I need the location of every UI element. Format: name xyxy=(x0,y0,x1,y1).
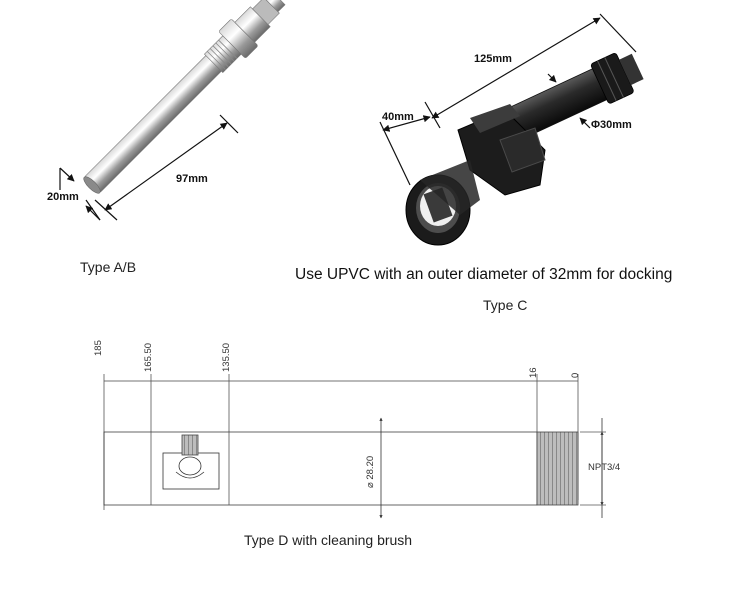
type-c-width-label: 40mm xyxy=(382,111,414,123)
type-d-drawing xyxy=(103,374,606,519)
type-c-length-label: 125mm xyxy=(474,53,512,65)
type-c-note: Use UPVC with an outer diameter of 32mm … xyxy=(295,266,673,283)
type-d-tick-185: 185 xyxy=(93,340,104,356)
type-c-probe xyxy=(379,13,644,246)
type-ab-caption: Type A/B xyxy=(80,259,137,275)
type-ab-probe xyxy=(59,0,286,221)
type-c-diameter-label: Φ30mm xyxy=(591,119,632,131)
type-d-tick-135: 135.50 xyxy=(221,342,232,372)
type-d-tick-0: 0 xyxy=(570,372,581,378)
type-d-diameter-label: ⌀ 28.20 xyxy=(365,455,376,488)
type-ab-length-label: 97mm xyxy=(176,173,208,185)
type-ab-diameter-label: 20mm xyxy=(47,191,79,203)
type-d-tick-165: 165.50 xyxy=(143,342,154,372)
type-c-caption: Type C xyxy=(483,297,528,313)
type-d-thread-label: NPT3/4 xyxy=(588,462,621,473)
type-d-tick-16: 16 xyxy=(528,367,539,378)
type-d-caption: Type D with cleaning brush xyxy=(244,532,413,548)
